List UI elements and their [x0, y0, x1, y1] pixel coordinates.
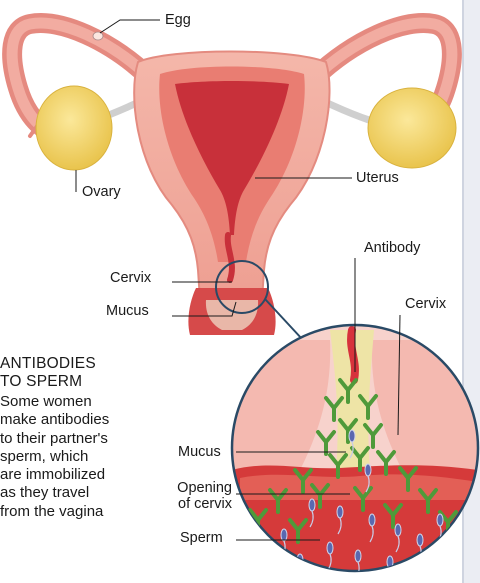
left-ovary [36, 86, 112, 170]
label-egg: Egg [165, 12, 191, 28]
caption-heading-line1: ANTIBODIES [0, 355, 130, 373]
caption-body-line: from the vagina [0, 503, 150, 521]
right-ovary [368, 88, 456, 168]
label-uterus: Uterus [356, 170, 399, 186]
caption-antibodies-to-sperm: ANTIBODIES TO SPERM Some women make anti… [0, 355, 130, 521]
label-antibody: Antibody [364, 240, 420, 256]
caption-heading: ANTIBODIES TO SPERM [0, 355, 130, 391]
label-cervix: Cervix [110, 270, 151, 286]
caption-body-line: are immobilized [0, 466, 150, 484]
label-mucus-inset: Mucus [178, 444, 221, 460]
label-sperm: Sperm [180, 530, 223, 546]
caption-body: Some women make antibodies to their part… [0, 393, 150, 521]
egg-cell [93, 32, 103, 40]
caption-body-line: Some women [0, 393, 150, 411]
label-ovary: Ovary [82, 184, 121, 200]
caption-body-line: to their partner's [0, 430, 150, 448]
label-opening-line2: of cervix [160, 496, 232, 512]
label-mucus: Mucus [106, 303, 149, 319]
label-cervix-inset: Cervix [405, 296, 446, 312]
label-opening-cervix: Opening of cervix [160, 480, 232, 512]
caption-body-line: sperm, which [0, 448, 150, 466]
caption-body-line: make antibodies [0, 411, 150, 429]
caption-heading-line2: TO SPERM [0, 373, 130, 391]
label-opening-line1: Opening [160, 480, 232, 496]
caption-body-line: as they travel [0, 484, 150, 502]
